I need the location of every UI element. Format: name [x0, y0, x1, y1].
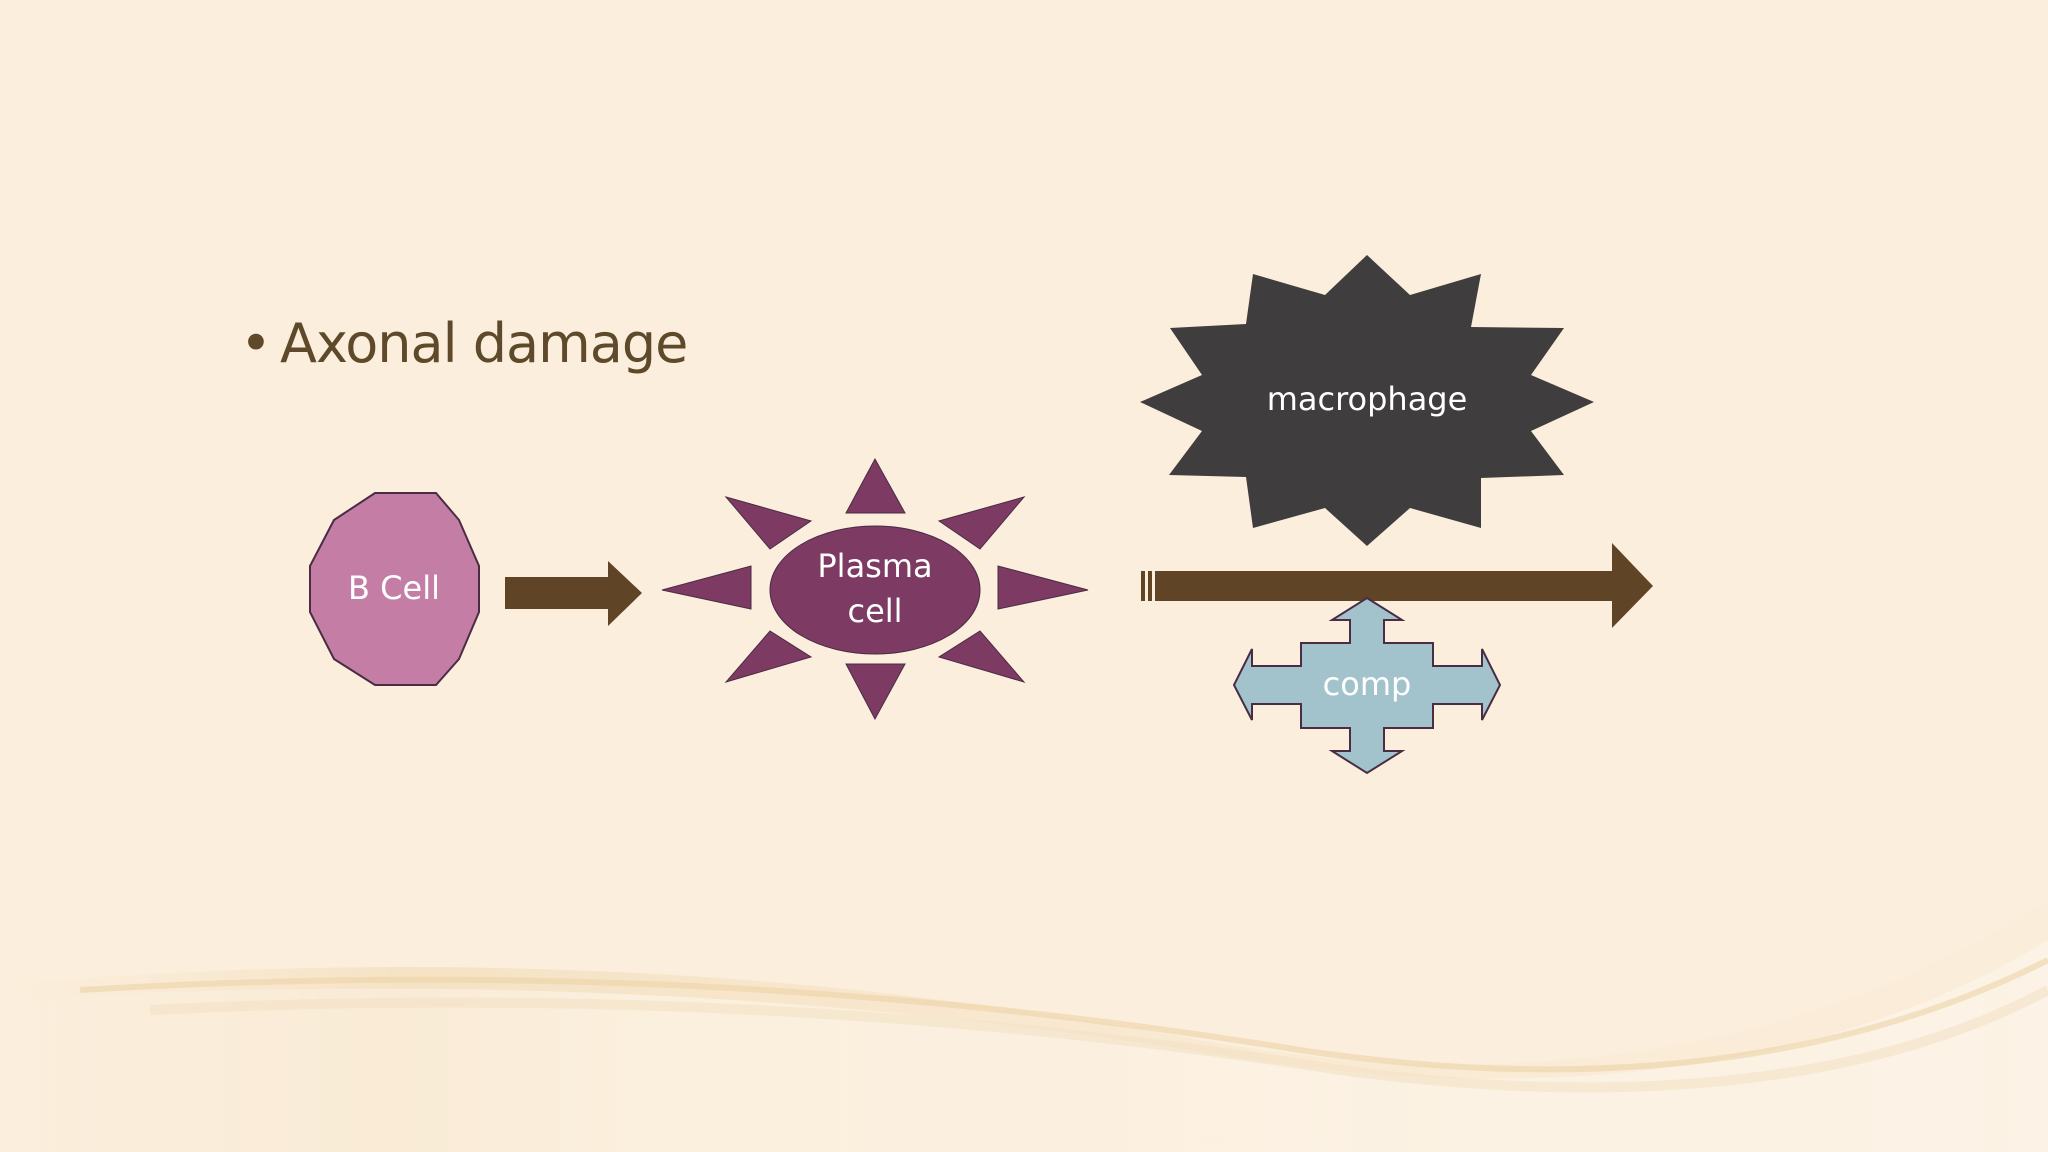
bullet-text: Axonal damage — [280, 312, 687, 375]
complement-label: comp — [1323, 665, 1412, 703]
background-waves — [0, 900, 2048, 1152]
long-arrow-body — [1155, 543, 1653, 628]
sun-ray-bottom-left — [724, 630, 813, 683]
sun-ray-left — [661, 565, 752, 610]
arrow-tail-stripe-2 — [1148, 571, 1152, 601]
plasma-cell-sun[interactable] — [661, 457, 1089, 721]
plasma-cell-label-line1: Plasma — [817, 547, 932, 585]
complement-shape[interactable] — [1232, 596, 1502, 775]
plasma-cell-body — [769, 525, 981, 655]
plasma-cell-label-line2: cell — [847, 592, 902, 630]
macrophage-label: macrophage — [1267, 380, 1468, 418]
bullet-marker: • — [240, 312, 271, 375]
macrophage-shape[interactable] — [1140, 255, 1594, 546]
sun-ray-top — [845, 457, 906, 514]
arrow-plasma-to-damage — [1141, 543, 1653, 628]
arrow-tail-stripe-1 — [1141, 571, 1145, 601]
b-cell-label: B Cell — [348, 569, 440, 607]
sun-ray-top-right — [937, 496, 1026, 550]
sun-ray-bottom-right — [937, 630, 1026, 683]
sun-ray-right — [997, 565, 1089, 610]
sun-ray-bottom — [845, 663, 906, 721]
b-cell-shape[interactable] — [309, 492, 480, 686]
sun-ray-top-left — [724, 496, 813, 550]
arrow-bcell-to-plasma — [505, 561, 642, 626]
